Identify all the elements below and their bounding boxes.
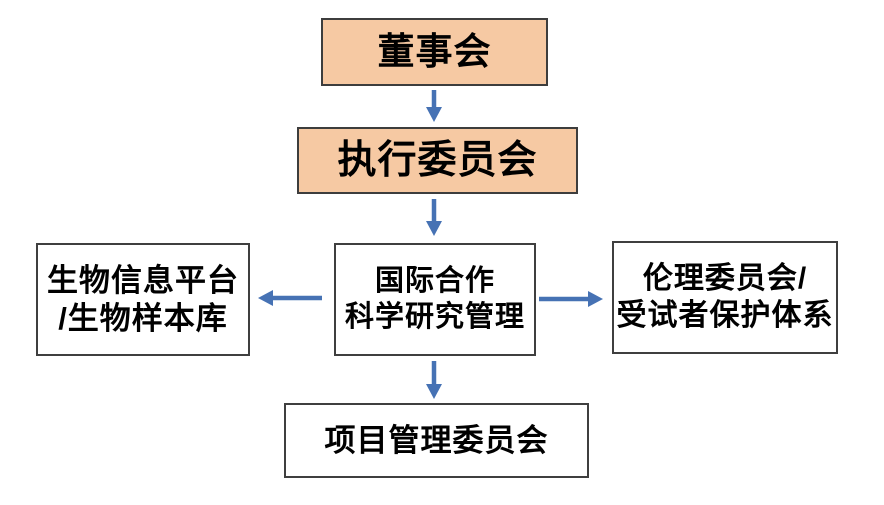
node-bioinformatics-platform-biobank: 生物信息平台 /生物样本库	[36, 243, 250, 356]
node-international-cooperation-research-management: 国际合作 科学研究管理	[334, 243, 536, 356]
arrow-left-center-to-left	[258, 290, 322, 306]
node-project-management-committee: 项目管理委员会	[284, 403, 589, 478]
node-bottom-label: 项目管理委员会	[324, 422, 549, 458]
node-left-label-line1: 生物信息平台	[47, 262, 239, 298]
node-executive-committee: 执行委员会	[297, 127, 578, 194]
node-board-of-directors: 董事会	[321, 18, 548, 86]
arrow-down-exec-to-center	[426, 199, 442, 236]
node-right-label-line1: 伦理委员会/	[642, 261, 808, 295]
arrow-down-board-to-exec	[426, 90, 442, 122]
node-center-label-line2: 科学研究管理	[344, 300, 525, 333]
arrow-right-center-to-right	[539, 291, 603, 307]
node-left-label-line2: /生物样本库	[58, 300, 228, 336]
node-center-label-line1: 国际合作	[374, 265, 495, 298]
node-right-label-line2: 受试者保护体系	[616, 298, 834, 332]
node-ethics-committee-subject-protection: 伦理委员会/ 受试者保护体系	[612, 241, 838, 354]
node-board-label: 董事会	[377, 31, 492, 73]
arrow-down-center-to-bottom	[426, 361, 442, 399]
node-exec-label: 执行委员会	[337, 138, 538, 182]
